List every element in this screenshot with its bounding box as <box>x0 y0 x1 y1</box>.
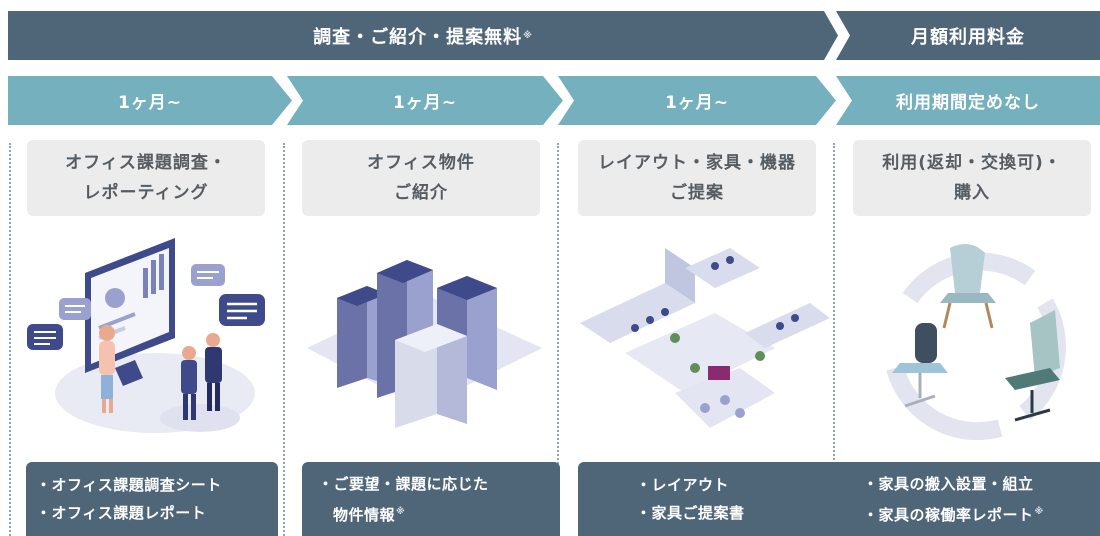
deliverable-item: ・家具の搬入設置・組立 <box>863 474 1034 493</box>
person-woman-icon <box>99 325 115 413</box>
deliverable-note-mark: ※ <box>396 506 406 517</box>
duration-label-2: 1ヶ月~ <box>392 93 458 113</box>
plant-icon <box>755 351 765 361</box>
person-man-icon <box>205 333 222 411</box>
duration-label-3: 1ヶ月~ <box>664 93 730 113</box>
column-divider <box>557 143 559 536</box>
step-4-deliverables: ・家具の搬入設置・組立 ・家具の稼働率レポート※ <box>853 462 1100 536</box>
step-3-title: レイアウト・家具・機器ご提案 <box>578 140 816 216</box>
monthly-fee-banner: 月額利用料金 <box>836 11 1100 60</box>
step-3-deliverables: ・レイアウト ・家具ご提案書 <box>578 462 878 536</box>
deliverable-item: ・オフィス課題調査シート <box>36 476 222 494</box>
duration-arrow-3: 1ヶ月~ <box>558 76 836 125</box>
deliverable-item: ・家具の稼働率レポート <box>863 505 1034 524</box>
building-icon <box>395 324 467 428</box>
office-survey-illustration <box>27 238 265 433</box>
step-1-deliverables: ・オフィス課題調査シート ・オフィス課題レポート <box>26 462 278 536</box>
deliverable-note-mark: ※ <box>1034 506 1044 517</box>
office-layout-illustration <box>580 248 830 428</box>
duration-arrow-2: 1ヶ月~ <box>287 76 563 125</box>
speech-bubble-icon <box>191 264 225 286</box>
deliverable-item: ・ご要望・課題に応じた <box>318 474 489 493</box>
office-buildings-illustration <box>307 260 542 428</box>
plant-icon <box>690 363 700 373</box>
column-divider <box>283 143 285 536</box>
deliverable-item: 物件情報 <box>333 505 396 524</box>
duration-label-1: 1ヶ月~ <box>117 93 183 113</box>
step-1-title: オフィス課題調査・レポーティング <box>27 140 265 216</box>
chairs-cycle-illustration <box>886 244 1066 441</box>
deliverable-item: ・レイアウト <box>636 476 730 494</box>
column-divider <box>9 143 11 536</box>
sofa-icon <box>708 366 730 380</box>
chair-icon <box>940 244 996 329</box>
free-services-label: 調査・ご紹介・提案無料 <box>313 26 523 48</box>
duration-arrow-4: 利用期間定めなし <box>836 76 1100 125</box>
person-man-icon <box>181 346 197 420</box>
monthly-fee-label: 月額利用料金 <box>911 26 1025 48</box>
chair-icon <box>1005 310 1060 422</box>
duration-arrow-1: 1ヶ月~ <box>8 76 292 125</box>
plant-icon <box>670 333 680 343</box>
free-services-note-mark: ※ <box>523 30 533 41</box>
speech-bubble-icon <box>59 298 91 320</box>
step-2-deliverables: ・ご要望・課題に応じた 物件情報※ <box>302 462 560 536</box>
free-services-banner: 調査・ご紹介・提案無料※ <box>8 11 838 60</box>
step-2-title: オフィス物件ご紹介 <box>302 140 540 216</box>
chair-icon <box>892 323 948 408</box>
speech-bubble-icon <box>27 324 63 350</box>
column-divider <box>833 143 835 536</box>
speech-bubble-icon <box>219 294 265 326</box>
deliverable-item: ・家具ご提案書 <box>636 504 745 522</box>
deliverable-item: ・オフィス課題レポート <box>36 504 207 522</box>
step-4-title: 利用(返却・交換可)・購入 <box>853 140 1091 216</box>
duration-label-4: 利用期間定めなし <box>896 93 1040 113</box>
